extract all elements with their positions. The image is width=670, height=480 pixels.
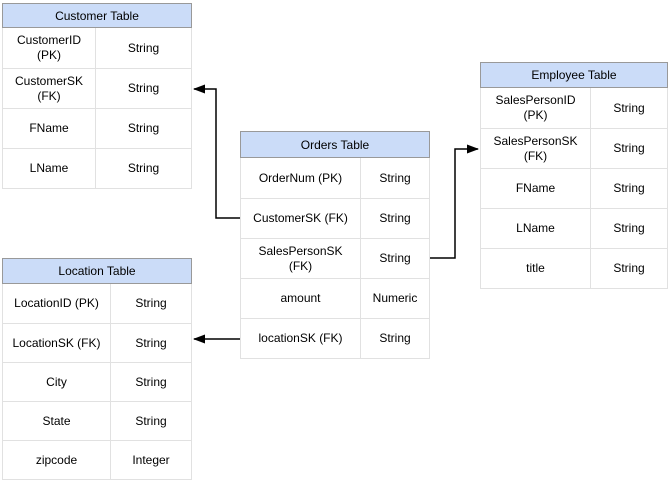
table-row: title String (481, 248, 667, 288)
field-type-cell: Integer (132, 452, 170, 467)
field-type-cell: String (127, 121, 160, 135)
orders-table-header: Orders Table (240, 131, 430, 158)
field-name-cell: LName (481, 209, 591, 248)
field-type-cell: Numeric (372, 291, 418, 305)
field-name-cell: locationSK (FK) (241, 319, 361, 358)
orders-table-body: OrderNum (PK) String CustomerSK (FK) Str… (240, 158, 430, 359)
table-row: FName String (3, 108, 191, 148)
table-row: FName String (481, 168, 667, 208)
field-name-cell: SalesPersonSK (FK) (241, 239, 361, 278)
location-table-header: Location Table (2, 258, 192, 284)
field-type-cell: String (379, 211, 411, 225)
field-type-cell: String (135, 413, 167, 428)
table-row: locationSK (FK) String (241, 318, 429, 358)
field-name-cell: LocationSK (FK) (3, 324, 111, 362)
field-type-cell: String (613, 100, 645, 115)
table-row: LocationID (PK) String (3, 284, 191, 323)
orders-to-customer-arrow (193, 84, 240, 219)
table-row: CustomerSK (FK) String (3, 68, 191, 108)
field-name-cell: SalesPersonID (PK) (481, 88, 591, 128)
location-table-body: LocationID (PK) String LocationSK (FK) S… (2, 284, 192, 480)
field-type-cell: String (135, 335, 167, 350)
field-name-cell: zipcode (3, 441, 111, 479)
field-type-cell: String (379, 331, 411, 345)
field-type-cell: String (613, 141, 645, 155)
table-row: City String (3, 362, 191, 401)
table-row: LocationSK (FK) String (3, 323, 191, 362)
field-name-cell: CustomerID (PK) (3, 28, 96, 68)
table-row: CustomerSK (FK) String (241, 198, 429, 238)
orders-table: Orders Table OrderNum (PK) String Custom… (240, 131, 430, 359)
field-type-cell: String (127, 161, 160, 175)
table-row: LName String (481, 208, 667, 248)
table-row: SalesPersonSK (FK) String (481, 128, 667, 168)
field-type-cell: String (379, 251, 411, 265)
orders-to-employee-arrow (430, 144, 479, 259)
field-name-cell: LName (3, 149, 96, 188)
table-row: LName String (3, 148, 191, 188)
table-row: SalesPersonID (PK) String (481, 88, 667, 128)
field-name-cell: OrderNum (PK) (241, 158, 361, 198)
field-name-cell: title (481, 249, 591, 288)
location-table: Location Table LocationID (PK) String Lo… (2, 258, 192, 480)
field-type-cell: String (613, 181, 645, 195)
table-row: CustomerID (PK) String (3, 28, 191, 68)
field-name-cell: State (3, 402, 111, 440)
table-row: zipcode Integer (3, 440, 191, 479)
field-type-cell: String (379, 170, 411, 185)
table-row: OrderNum (PK) String (241, 158, 429, 198)
employee-table-header: Employee Table (480, 62, 668, 88)
table-row: State String (3, 401, 191, 440)
table-row: SalesPersonSK (FK) String (241, 238, 429, 278)
customer-table-header: Customer Table (2, 3, 192, 28)
field-type-cell: String (613, 261, 645, 275)
field-type-cell: String (127, 40, 160, 55)
field-name-cell: City (3, 363, 111, 401)
field-name-cell: SalesPersonSK (FK) (481, 129, 591, 168)
field-type-cell: String (127, 81, 160, 95)
field-name-cell: LocationID (PK) (3, 284, 111, 323)
field-type-cell: String (135, 296, 167, 310)
field-name-cell: FName (3, 109, 96, 148)
employee-table: Employee Table SalesPersonID (PK) String… (480, 62, 668, 289)
table-row: amount Numeric (241, 278, 429, 318)
customer-table: Customer Table CustomerID (PK) String Cu… (2, 3, 192, 189)
field-name-cell: CustomerSK (FK) (3, 69, 96, 108)
customer-table-body: CustomerID (PK) String CustomerSK (FK) S… (2, 28, 192, 189)
field-name-cell: FName (481, 169, 591, 208)
field-name-cell: CustomerSK (FK) (241, 199, 361, 238)
employee-table-body: SalesPersonID (PK) String SalesPersonSK … (480, 88, 668, 289)
field-type-cell: String (135, 374, 167, 389)
field-name-cell: amount (241, 279, 361, 318)
field-type-cell: String (613, 221, 645, 235)
